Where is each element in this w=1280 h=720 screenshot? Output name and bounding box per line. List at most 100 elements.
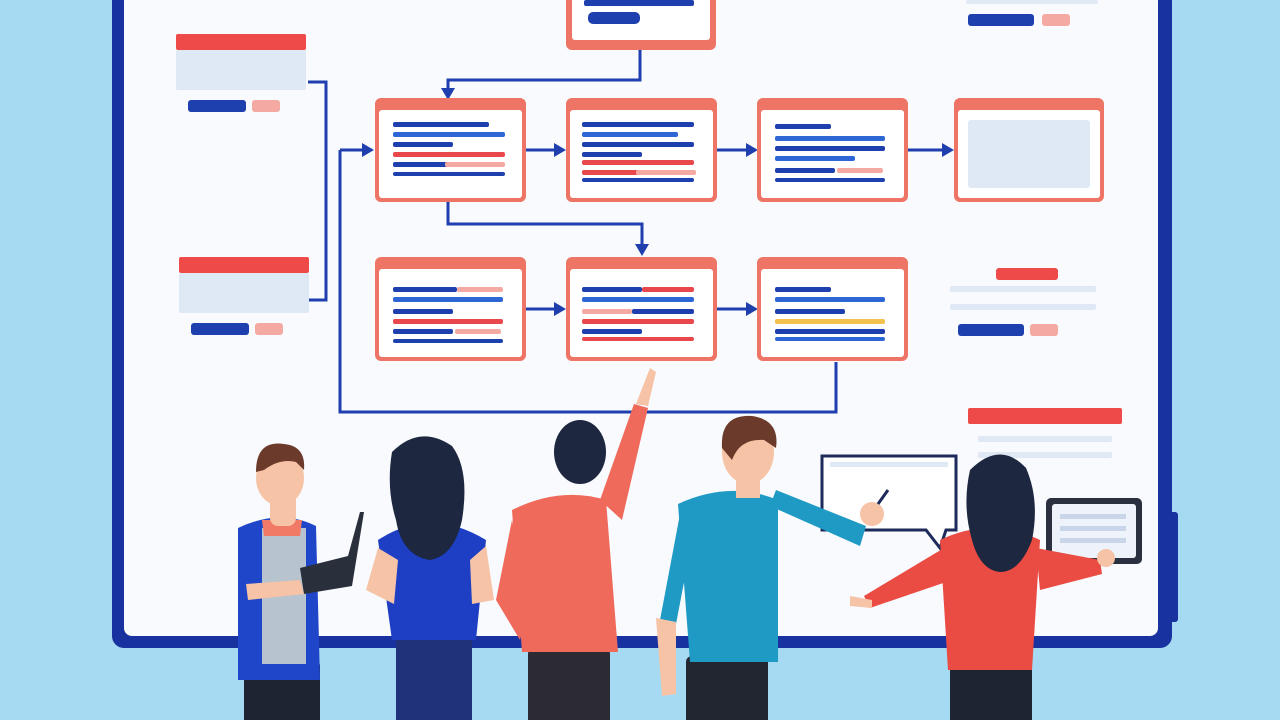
arrow-head [746, 143, 758, 157]
card-text-line [775, 124, 831, 129]
tablet-line [1060, 526, 1126, 531]
note-bar [255, 323, 283, 335]
card-text-line [775, 297, 885, 302]
connector-line [446, 48, 642, 90]
raised-arm [600, 404, 648, 520]
note-line [978, 436, 1112, 442]
card-text-line [775, 309, 845, 314]
card-text-line [393, 172, 505, 176]
card-text-line [393, 319, 503, 324]
note-header [996, 268, 1058, 280]
card-row1-col3 [757, 98, 908, 202]
card-text-line [445, 162, 505, 167]
card-text-line [393, 287, 457, 292]
card-row1-col2 [566, 98, 717, 202]
note-bar [191, 323, 249, 335]
card-text-line [582, 319, 694, 324]
card-text-line [393, 329, 453, 334]
card-text-line [632, 309, 694, 314]
note-header [176, 34, 306, 50]
hair [721, 415, 777, 460]
card-text-line [775, 319, 885, 324]
card-text-line [775, 337, 885, 341]
tablet-line [1060, 514, 1126, 519]
tablet-screen [1046, 498, 1142, 564]
arrow-head [554, 143, 566, 157]
card-text-line [775, 146, 885, 151]
card-text-line [582, 287, 642, 292]
note-line [966, 0, 1098, 4]
legs [396, 632, 472, 720]
arrow-head [441, 88, 455, 100]
card-text-line [393, 122, 489, 127]
right-hand [1097, 549, 1115, 567]
pen [876, 489, 890, 505]
side-note-right-top [966, 0, 1098, 26]
arrow-head [942, 143, 954, 157]
card-row2-col1 [375, 257, 526, 361]
card-text-line [582, 337, 694, 341]
hoodie [512, 494, 618, 652]
card-text-line [582, 170, 642, 175]
person-with-laptop [238, 443, 364, 720]
card-text-line [584, 0, 694, 6]
note-bar [1042, 14, 1070, 26]
right-arm [770, 490, 866, 546]
note-body [179, 273, 309, 313]
hair [966, 454, 1035, 572]
card-text-line [582, 152, 642, 157]
card-text-line [775, 156, 855, 161]
card-text-line [393, 339, 503, 343]
side-note-left-top [176, 34, 306, 112]
arrow-head [554, 302, 566, 316]
right-arm [470, 546, 494, 604]
card-text-line [393, 132, 505, 137]
whiteboard-side-handle [1168, 512, 1178, 622]
note-bar [968, 14, 1034, 26]
card-text-line [582, 329, 642, 334]
arrow-head [746, 302, 758, 316]
shirt [378, 523, 486, 640]
card-text-line [393, 152, 505, 157]
left-hand [850, 596, 872, 608]
card-text-line [582, 297, 694, 302]
side-note-left-bottom [179, 257, 309, 335]
note-bar [1030, 324, 1058, 336]
card-row2-col3 [757, 257, 908, 361]
left-arm [864, 548, 952, 608]
person-long-hair-red [850, 454, 1115, 720]
left-arm [660, 514, 694, 624]
note-bar [958, 324, 1024, 336]
card-text-line [582, 309, 632, 314]
note-body [176, 50, 306, 90]
tablet-line [1060, 538, 1126, 543]
note-header [968, 408, 1122, 424]
note-header [179, 257, 309, 273]
card-text-line [642, 287, 694, 292]
hair [389, 436, 465, 560]
note-bar [252, 100, 280, 112]
person-pointing [496, 368, 656, 720]
shirt [678, 490, 778, 662]
card-text-line [775, 178, 885, 182]
laptop [300, 512, 364, 594]
note-line [950, 304, 1096, 310]
arrow-head [635, 244, 649, 256]
legs [950, 664, 1032, 720]
card-text-line [582, 178, 694, 182]
note-line [978, 452, 1112, 458]
card-row1-col4-placeholder [954, 98, 1104, 202]
card-text-line [636, 170, 696, 175]
card-row1-col1 [375, 98, 526, 202]
left-hand [656, 618, 676, 696]
card-text-line [775, 287, 831, 292]
card-body [761, 110, 904, 198]
card-placeholder [968, 120, 1090, 188]
card-text-line [393, 142, 453, 147]
person-with-pen [656, 415, 890, 720]
side-note-right-middle [950, 268, 1096, 336]
left-arm [496, 520, 530, 640]
pointing-hand [636, 368, 656, 406]
note-bar [188, 100, 246, 112]
